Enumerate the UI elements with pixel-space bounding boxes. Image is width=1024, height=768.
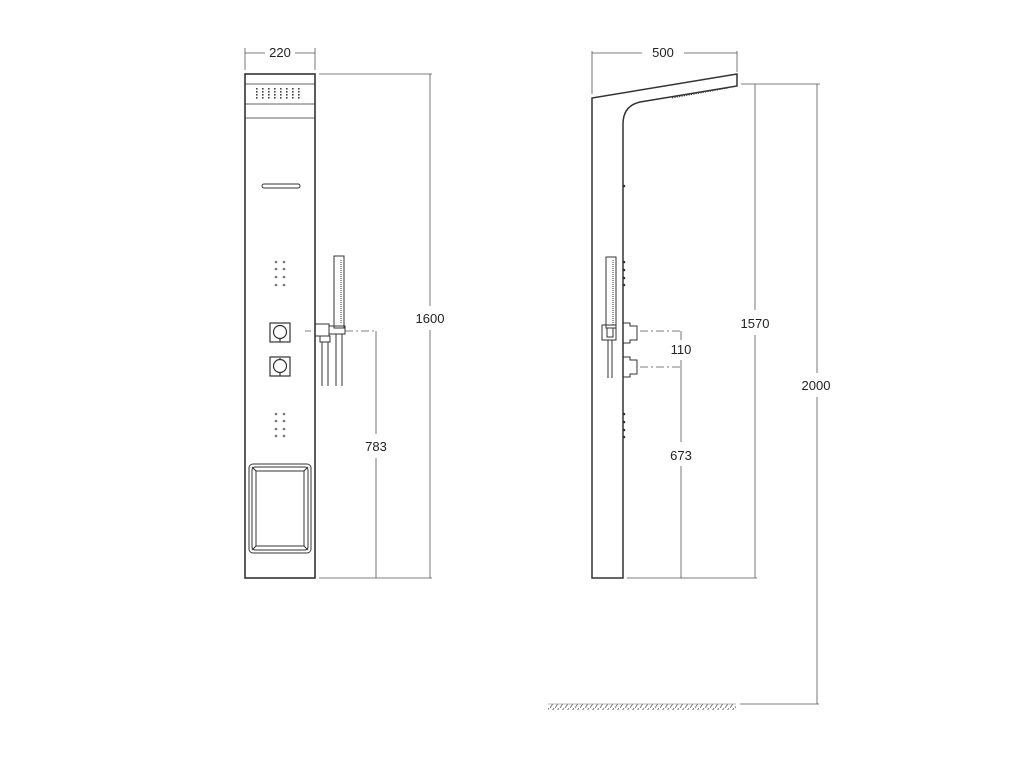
- dim-side-outlet-spacing: 110: [671, 342, 692, 357]
- front-dimensions: [244, 48, 432, 579]
- dim-front-height: 1600: [416, 311, 445, 326]
- side-dimensions: [591, 51, 820, 705]
- cascade-outlet: [261, 183, 301, 189]
- body-jets-lower: [274, 412, 286, 438]
- dim-front-outlet-height: 783: [365, 439, 387, 454]
- dim-side-height: 1570: [741, 316, 770, 331]
- hand-shower-front: [314, 255, 346, 386]
- hand-shower-side: [601, 256, 617, 378]
- shelf-niche: [248, 463, 312, 554]
- control-knob-lower: [269, 356, 291, 377]
- rain-head-nozzles: [256, 88, 300, 99]
- front-view: [244, 73, 346, 579]
- dim-side-outlet-height: 673: [670, 448, 692, 463]
- side-control-knobs: [623, 322, 638, 378]
- side-column-outline: [591, 73, 738, 579]
- body-jets-upper: [274, 260, 286, 287]
- dim-side-total-height: 2000: [802, 378, 831, 393]
- side-view: [591, 73, 738, 579]
- dim-side-depth: 500: [652, 45, 674, 60]
- floor-hatch: [548, 704, 736, 710]
- dim-front-width: 220: [269, 45, 291, 60]
- side-jets-upper: [622, 184, 626, 439]
- control-knob-upper: [269, 322, 291, 343]
